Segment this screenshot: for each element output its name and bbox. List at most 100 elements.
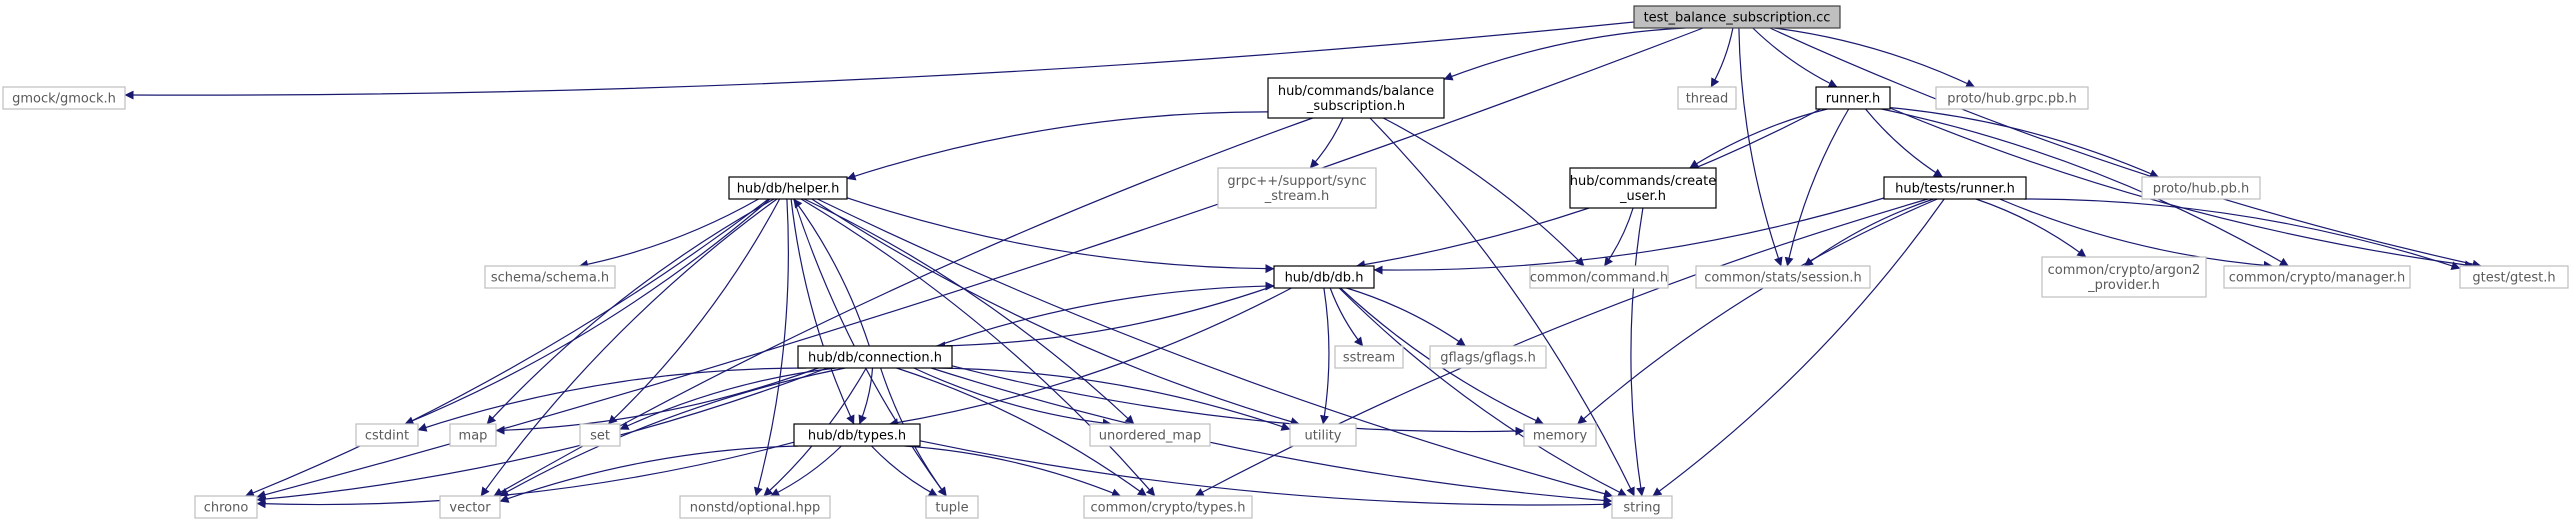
node-command-box <box>1529 265 1669 289</box>
edge-tests_runner-to-gtest <box>2024 198 2461 271</box>
node-balance_sub-label: hub/commands/balance <box>1278 84 1434 99</box>
edge-main-to-gmock <box>124 21 1635 100</box>
node-tests_runner-box <box>1883 176 2027 200</box>
node-db-label: hub/db/db.h <box>1285 271 1364 286</box>
node-memory-box <box>1523 423 1597 447</box>
edge-tests_runner-to-string <box>1652 198 1945 497</box>
edge-balance_sub-to-command <box>1382 117 1585 267</box>
edge-connection-to-db <box>936 281 1275 347</box>
edge-balance_sub-to-helper <box>846 111 1269 181</box>
node-tuple-box <box>925 495 979 519</box>
node-crypto_mgr: common/crypto/manager.h <box>2223 265 2411 289</box>
node-map: map <box>449 423 497 447</box>
edge-types-to-optional <box>770 445 842 497</box>
node-main: test_balance_subscription.cc <box>1633 5 1841 29</box>
node-cstdint-label: cstdint <box>365 429 409 444</box>
node-types-box <box>793 423 921 447</box>
node-sstream-label: sstream <box>1343 351 1395 366</box>
edge-helper-to-vector <box>480 198 778 497</box>
edge-tests_runner-to-argon2 <box>1975 198 2087 258</box>
nodes-layer: test_balance_subscription.cc gmock/gmock.… <box>2 5 2569 519</box>
node-crypto_mgr-box <box>2223 265 2411 289</box>
node-memory-label: memory <box>1533 429 1588 444</box>
edge-runner-to-crypto_mgr <box>1881 108 2289 267</box>
node-runner[interactable]: runner.h <box>1815 86 1891 110</box>
edge-types-to-chrono <box>256 441 795 509</box>
node-connection-label: hub/db/connection.h <box>808 351 942 366</box>
node-map-label: map <box>459 429 488 444</box>
node-schema-label: schema/schema.h <box>491 271 609 286</box>
node-thread-box <box>1677 86 1737 110</box>
edge-helper-to-string <box>817 198 1614 499</box>
node-map-box <box>449 423 497 447</box>
edge-db-to-types <box>889 287 1292 428</box>
node-balance_sub[interactable]: hub/commands/balance_subscription.h <box>1267 77 1445 119</box>
node-unordered_map-label: unordered_map <box>1099 429 1202 444</box>
node-argon2-label: common/crypto/argon2 <box>2048 263 2201 278</box>
edge-connection-to-unordered_map <box>913 367 1112 428</box>
edge-connection-to-helper <box>793 198 870 347</box>
edge-db-to-string <box>1338 287 1628 497</box>
edge-runner-to-tests_runner <box>1865 108 1943 178</box>
edge-helper-to-set <box>607 198 781 425</box>
node-grpcpp-label: grpc++/support/sync <box>1227 174 1366 189</box>
edge-connection-to-set <box>619 367 837 430</box>
node-chrono-box <box>194 495 258 519</box>
edge-main-to-runner <box>1752 27 1838 88</box>
node-session-box <box>1695 265 1871 289</box>
edge-runner-to-proto_pb <box>1889 107 2159 178</box>
edge-types-to-string <box>919 440 1613 509</box>
node-gflags-box <box>1429 345 1547 369</box>
node-string-label: string <box>1623 501 1660 516</box>
edge-connection-to-types <box>858 367 874 425</box>
node-helper-box <box>728 176 848 200</box>
node-types-label: hub/db/types.h <box>808 429 906 444</box>
edge-types-to-tuple <box>871 445 938 497</box>
node-balance_sub-label: _subscription.h <box>1306 99 1405 114</box>
edge-helper-to-schema <box>578 198 759 269</box>
node-connection[interactable]: hub/db/connection.h <box>797 345 953 369</box>
node-unordered_map-box <box>1089 423 1211 447</box>
node-sstream-box <box>1334 345 1404 369</box>
edge-helper-to-types <box>790 198 855 425</box>
node-tests_runner[interactable]: hub/tests/runner.h <box>1883 176 2027 200</box>
edge-tests_runner-to-memory <box>1577 198 1938 425</box>
node-main-box <box>1633 5 1841 29</box>
node-gflags-label: gflags/gflags.h <box>1440 351 1536 366</box>
edge-runner-to-session <box>1784 108 1850 267</box>
edge-connection-to-utility <box>938 367 1291 431</box>
node-gmock-label: gmock/gmock.h <box>12 92 116 107</box>
node-types[interactable]: hub/db/types.h <box>793 423 921 447</box>
node-gtest-box <box>2459 265 2569 289</box>
node-db[interactable]: hub/db/db.h <box>1273 265 1375 289</box>
node-crypto_types-label: common/crypto/types.h <box>1090 501 1245 516</box>
node-create_user-box <box>1569 167 1717 209</box>
node-proto_grpc-box <box>1935 86 2089 110</box>
edge-tests_runner-to-db <box>1373 197 1885 275</box>
edge-helper-to-chrono <box>244 198 769 497</box>
edge-main-to-gtest <box>1769 27 2482 269</box>
node-schema: schema/schema.h <box>484 265 616 289</box>
edge-helper-to-crypto_types <box>800 198 1156 497</box>
node-crypto_mgr-label: common/crypto/manager.h <box>2229 271 2405 286</box>
node-runner-label: runner.h <box>1826 92 1881 107</box>
edge-main-to-proto_grpc <box>1774 27 1976 88</box>
edge-helper-to-cstdint <box>404 198 771 425</box>
node-thread-label: thread <box>1686 92 1729 107</box>
node-set-label: set <box>590 429 610 444</box>
node-vector-label: vector <box>449 501 491 516</box>
edge-connection-to-vector <box>499 367 846 497</box>
edge-helper-to-unordered_map <box>803 198 1135 425</box>
node-helper[interactable]: hub/db/helper.h <box>728 176 848 200</box>
edge-db-to-gflags <box>1346 287 1466 347</box>
node-cstdint: cstdint <box>355 423 419 447</box>
node-tuple: tuple <box>925 495 979 519</box>
node-utility-box <box>1289 423 1357 447</box>
node-proto_grpc-label: proto/hub.grpc.pb.h <box>1947 92 2077 107</box>
node-balance_sub-box <box>1267 77 1445 119</box>
node-argon2: common/crypto/argon2_provider.h <box>2041 256 2207 298</box>
node-string-box <box>1611 495 1673 519</box>
edge-runner-to-create_user <box>1689 108 1828 169</box>
node-gtest: gtest/gtest.h <box>2459 265 2569 289</box>
node-create_user[interactable]: hub/commands/create_user.h <box>1569 167 1717 209</box>
